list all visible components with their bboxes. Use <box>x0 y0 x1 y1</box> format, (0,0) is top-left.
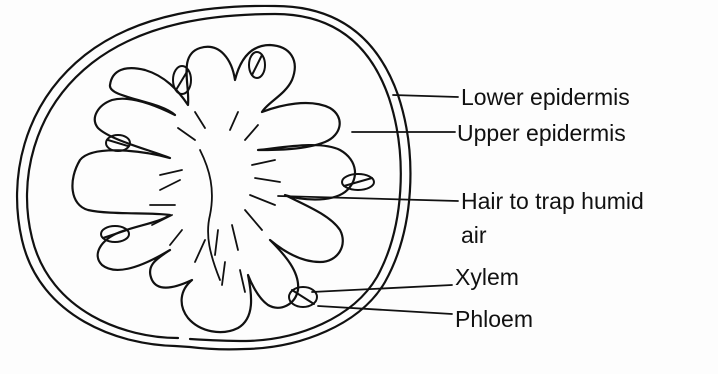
label-upper-epidermis: Upper epidermis <box>457 122 626 145</box>
lower-epidermis-outer <box>17 6 410 349</box>
central-fold-line <box>200 150 220 280</box>
vascular-bundles <box>101 52 374 307</box>
label-hair-line2: air <box>461 224 487 247</box>
label-hair-line1: Hair to trap humid <box>461 190 644 213</box>
label-lower-epidermis: Lower epidermis <box>461 86 630 109</box>
label-xylem: Xylem <box>455 266 519 289</box>
leader-lower-epidermis <box>393 95 458 97</box>
label-phloem: Phloem <box>455 308 533 331</box>
leader-phloem <box>318 306 452 314</box>
